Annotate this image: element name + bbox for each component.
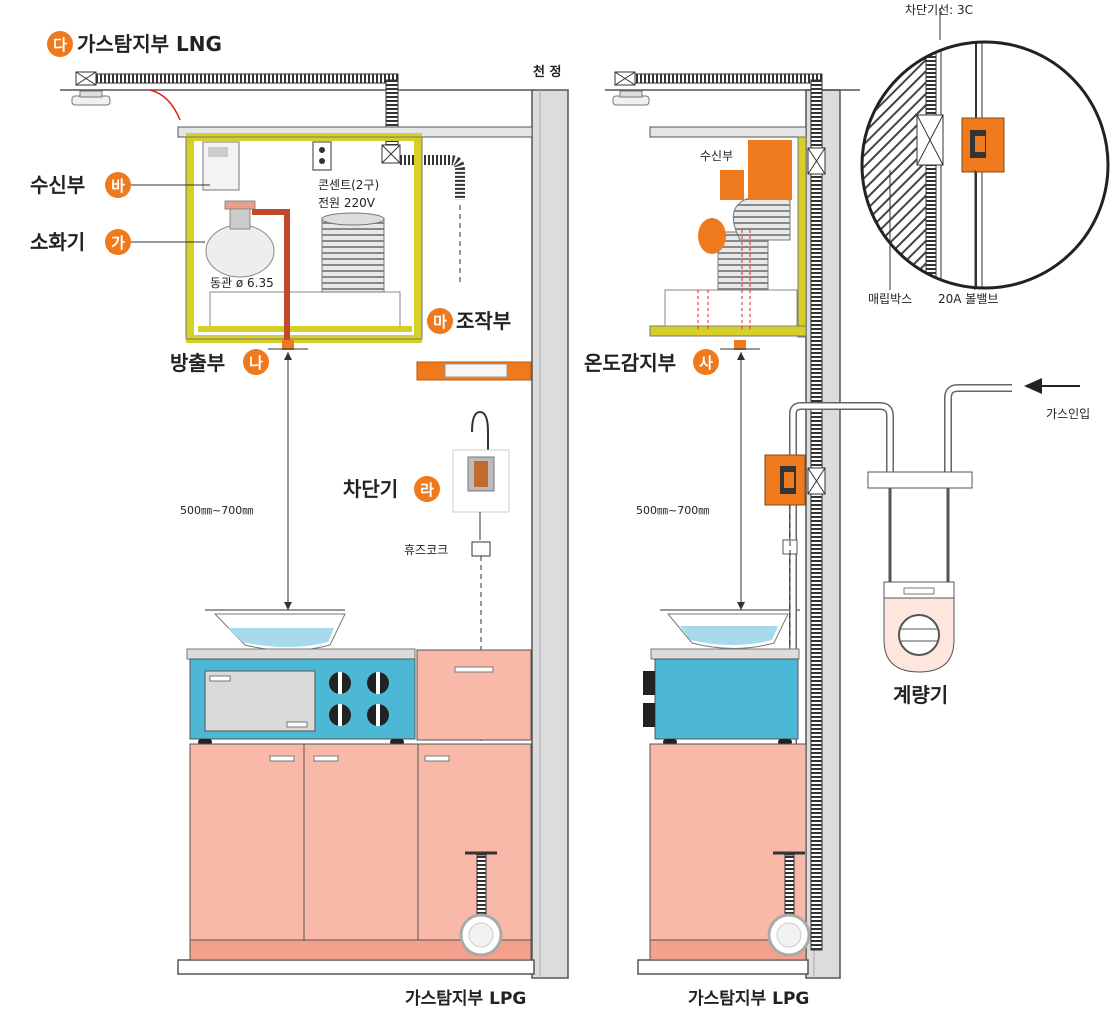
actuator-hose bbox=[400, 155, 465, 200]
label-ceiling: 천 정 bbox=[533, 64, 561, 80]
label-actuator: 조작부 bbox=[456, 309, 511, 333]
svg-text:사: 사 bbox=[699, 354, 713, 372]
cabinets-base-left bbox=[189, 743, 532, 961]
label-outlet-line1: 콘센트(2구) bbox=[318, 178, 379, 192]
red-wire bbox=[149, 89, 181, 121]
lng-detector-right bbox=[612, 90, 650, 106]
temp-detector-nozzle bbox=[734, 340, 746, 350]
label-distance-left: 500㎜~700㎜ bbox=[180, 504, 253, 517]
svg-text:가: 가 bbox=[111, 234, 125, 252]
ceiling-cable-left bbox=[75, 73, 399, 84]
detail-zoom-circle bbox=[860, 8, 1110, 290]
wall-left-room bbox=[531, 89, 569, 979]
label-fuse-cock: 휴즈코크 bbox=[404, 543, 448, 557]
badge-ma: 마 bbox=[427, 308, 453, 334]
label-extinguisher: 소화기 bbox=[30, 230, 85, 254]
range-hood-right bbox=[649, 136, 807, 338]
label-outlet-line2: 전원 220V bbox=[318, 196, 376, 210]
gas-breaker bbox=[452, 410, 510, 540]
svg-text:라: 라 bbox=[420, 481, 434, 499]
gas-supply-pipe bbox=[789, 384, 1012, 960]
label-receiver: 수신부 bbox=[30, 173, 85, 197]
label-embed-box: 매립박스 bbox=[868, 292, 912, 306]
badge-ra: 라 bbox=[414, 476, 440, 502]
label-receiver-small: 수신부 bbox=[700, 149, 733, 163]
pot-right bbox=[666, 613, 789, 649]
label-ball-valve: 20A 볼밸브 bbox=[938, 292, 998, 306]
badge-sa: 사 bbox=[693, 349, 719, 375]
cabinets-base-right bbox=[649, 743, 807, 961]
label-lng-detector: 가스탐지부 LNG bbox=[77, 32, 222, 56]
label-gas-inlet: 가스인입 bbox=[1046, 407, 1090, 421]
label-cable: 차단기선: 3C bbox=[905, 3, 973, 17]
label-temp-detector: 온도감지부 bbox=[584, 351, 676, 375]
label-copper-pipe: 동관 ø 6.35 bbox=[210, 276, 274, 290]
badge-ga: 가 bbox=[105, 229, 131, 255]
fuse-cock-box bbox=[471, 541, 491, 557]
badge-ba: 바 bbox=[105, 172, 131, 198]
svg-text:바: 바 bbox=[111, 177, 125, 195]
svg-text:다: 다 bbox=[53, 36, 67, 54]
label-discharge: 방출부 bbox=[170, 351, 225, 375]
label-breaker: 차단기 bbox=[343, 477, 398, 501]
distance-arrow-left bbox=[205, 352, 345, 611]
pot-left bbox=[213, 613, 346, 651]
vertical-cable-left bbox=[385, 79, 399, 156]
receiver-unit bbox=[202, 141, 240, 191]
range-hood-left bbox=[185, 133, 423, 343]
stove-right bbox=[643, 648, 800, 745]
copper-pipe bbox=[252, 209, 290, 345]
lpg-detector-right bbox=[767, 851, 811, 957]
badge-na: 나 bbox=[243, 349, 269, 375]
actuator-device bbox=[416, 361, 532, 381]
lpg-detector-left bbox=[459, 851, 503, 957]
vertical-cable-right bbox=[810, 79, 823, 951]
gas-meter bbox=[883, 581, 955, 673]
power-outlet bbox=[312, 141, 332, 171]
label-distance-right: 500㎜~700㎜ bbox=[636, 504, 709, 517]
fire-extinguisher bbox=[205, 200, 275, 278]
label-lpg-left: 가스탐지부 LPG bbox=[405, 989, 526, 1009]
stove-left bbox=[186, 648, 416, 745]
gas-inlet-arrow bbox=[1024, 378, 1080, 394]
lng-detector-device bbox=[71, 90, 111, 106]
badge-da: 다 bbox=[47, 31, 73, 57]
svg-text:마: 마 bbox=[433, 313, 447, 331]
cabinet-upper-left bbox=[416, 649, 532, 741]
floor-left bbox=[177, 959, 535, 975]
discharge-nozzle bbox=[282, 340, 294, 350]
distance-arrow-right bbox=[660, 352, 800, 611]
label-meter: 계량기 bbox=[893, 683, 948, 707]
label-lpg-right: 가스탐지부 LPG bbox=[688, 989, 809, 1009]
svg-text:나: 나 bbox=[249, 354, 263, 372]
